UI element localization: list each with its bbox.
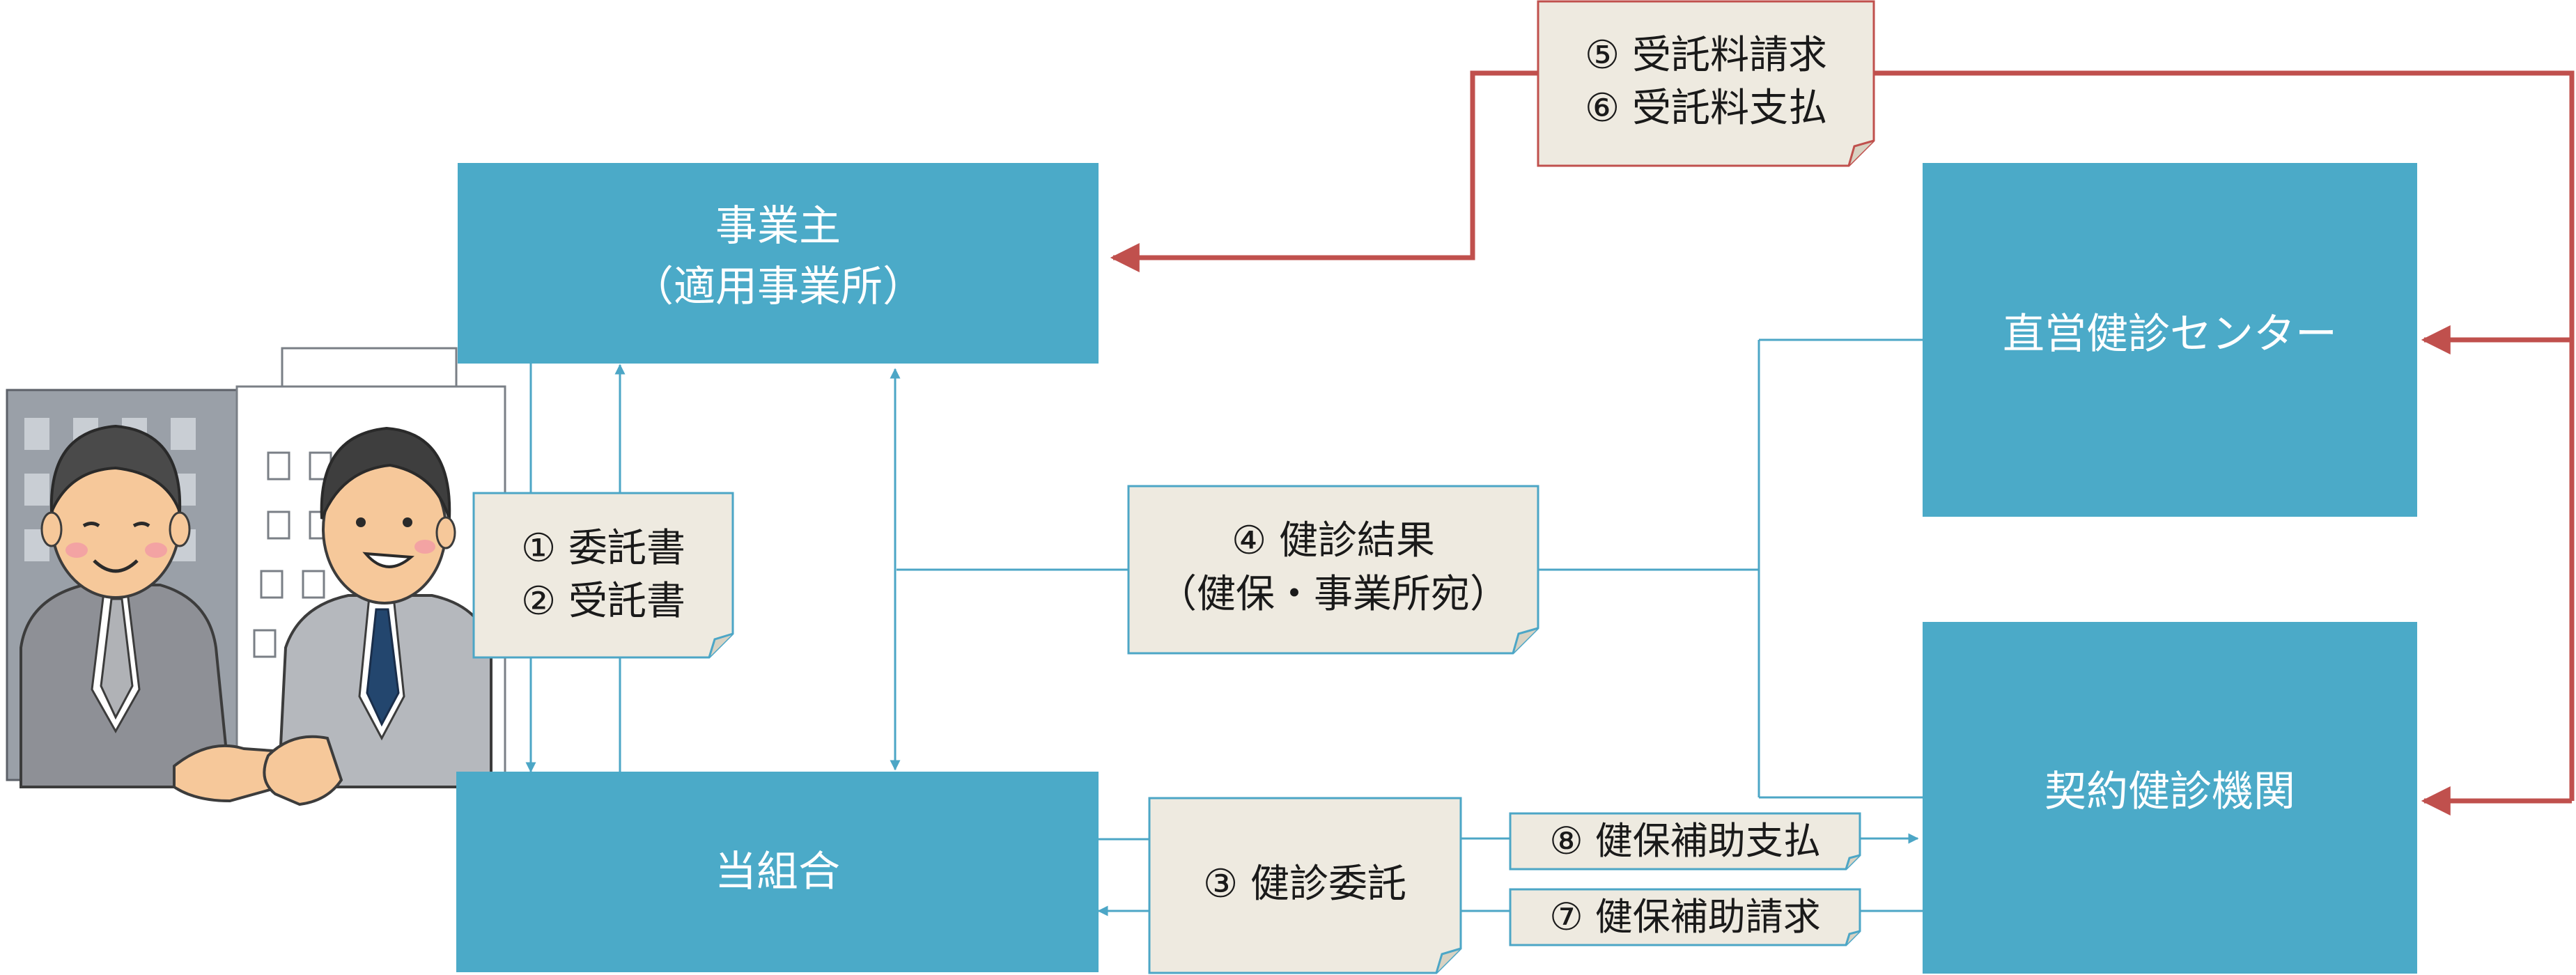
box-union: 当組合 bbox=[456, 772, 1099, 972]
note-result: ④ 健診結果 （健保・事業所宛） bbox=[1127, 485, 1539, 655]
handshake-hands bbox=[173, 735, 343, 806]
note-subsidy-pay: ⑧ 健保補助支払 bbox=[1509, 812, 1861, 871]
businessman-right bbox=[277, 426, 492, 788]
connectors-red bbox=[1110, 70, 2575, 816]
handshake-illustration bbox=[6, 347, 506, 806]
note-subsidy-claim: ⑦ 健保補助請求 bbox=[1509, 888, 1861, 946]
box-employer: 事業主 （適用事業所） bbox=[458, 163, 1099, 364]
box-employer-sublabel: （適用事業所） bbox=[632, 263, 924, 311]
note-fee: ⑤ 受託料請求 ⑥ 受託料支払 bbox=[1537, 0, 1875, 167]
note-subsidy-pay-label: ⑧ 健保補助支払 bbox=[1549, 819, 1821, 863]
note-fee-line1: ⑤ 受託料請求 bbox=[1585, 33, 1827, 78]
note-consign-line2: ② 受託書 bbox=[521, 579, 685, 624]
box-contract-org: 契約健診機関 bbox=[1923, 622, 2417, 974]
box-direct-center-label: 直営健診センター bbox=[2003, 310, 2337, 359]
box-union-label: 当組合 bbox=[715, 848, 840, 896]
note-result-line1: ④ 健診結果 bbox=[1232, 518, 1435, 563]
box-direct-center: 直営健診センター bbox=[1923, 163, 2417, 517]
note-subsidy-claim-label: ⑦ 健保補助請求 bbox=[1549, 895, 1821, 939]
businessman-left bbox=[20, 424, 232, 788]
note-consign: ① 委託書 ② 受託書 bbox=[472, 492, 734, 659]
box-employer-label: 事業主 bbox=[715, 202, 841, 251]
line-fee-right bbox=[1874, 70, 2575, 801]
note-entrust-label: ③ 健診委託 bbox=[1203, 861, 1406, 907]
box-contract-org-label: 契約健診機関 bbox=[2044, 767, 2295, 816]
note-consign-line1: ① 委託書 bbox=[521, 526, 685, 571]
note-result-line2: （健保・事業所宛） bbox=[1158, 572, 1509, 617]
note-entrust: ③ 健診委託 bbox=[1148, 797, 1462, 974]
note-fee-line2: ⑥ 受託料支払 bbox=[1585, 86, 1827, 131]
arrow-fee-to-employer bbox=[1110, 70, 1538, 272]
